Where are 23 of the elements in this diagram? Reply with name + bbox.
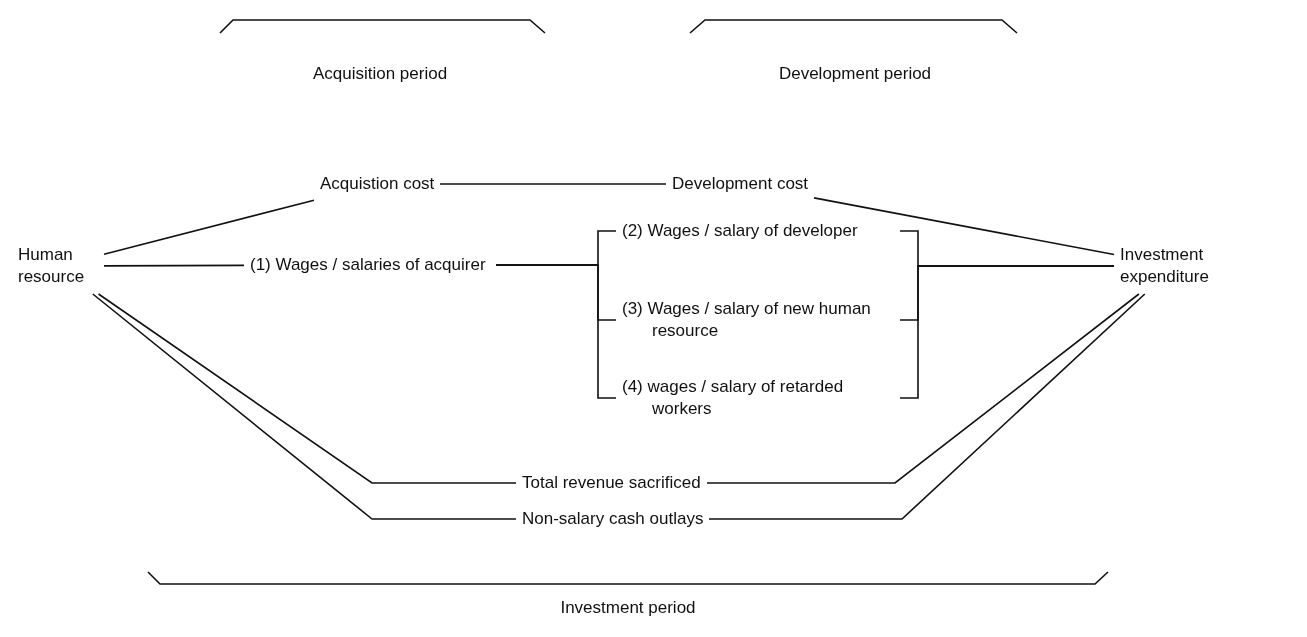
node-label: (3) Wages / salary of new human resource [622,298,872,342]
connector-line [813,197,1115,256]
period-label: Investment period [560,598,696,618]
connector-line [708,293,1146,520]
connector-line [495,264,617,399]
node-label: Investment expenditure [1120,244,1210,288]
period-label: Acquisition period [312,64,448,84]
connector-line [103,199,315,255]
connector-line [103,264,245,267]
node-label: (4) wages / salary of retarded workers [622,376,845,420]
node-label: (1) Wages / salaries of acquirer [250,254,487,276]
node-label: (2) Wages / salary of developer [622,220,859,242]
connector-line [899,265,1115,399]
node-label: Acquistion cost [320,173,435,195]
connector-line [439,183,667,185]
connector-line [97,293,517,484]
period-label: Development period [778,64,932,84]
node-label: Human resource [18,244,86,288]
connector-line [706,293,1140,484]
node-label: Non-salary cash outlays [522,508,704,530]
node-label: Total revenue sacrificed [522,472,701,494]
connector-line [92,293,517,520]
node-label: Development cost [672,173,809,195]
